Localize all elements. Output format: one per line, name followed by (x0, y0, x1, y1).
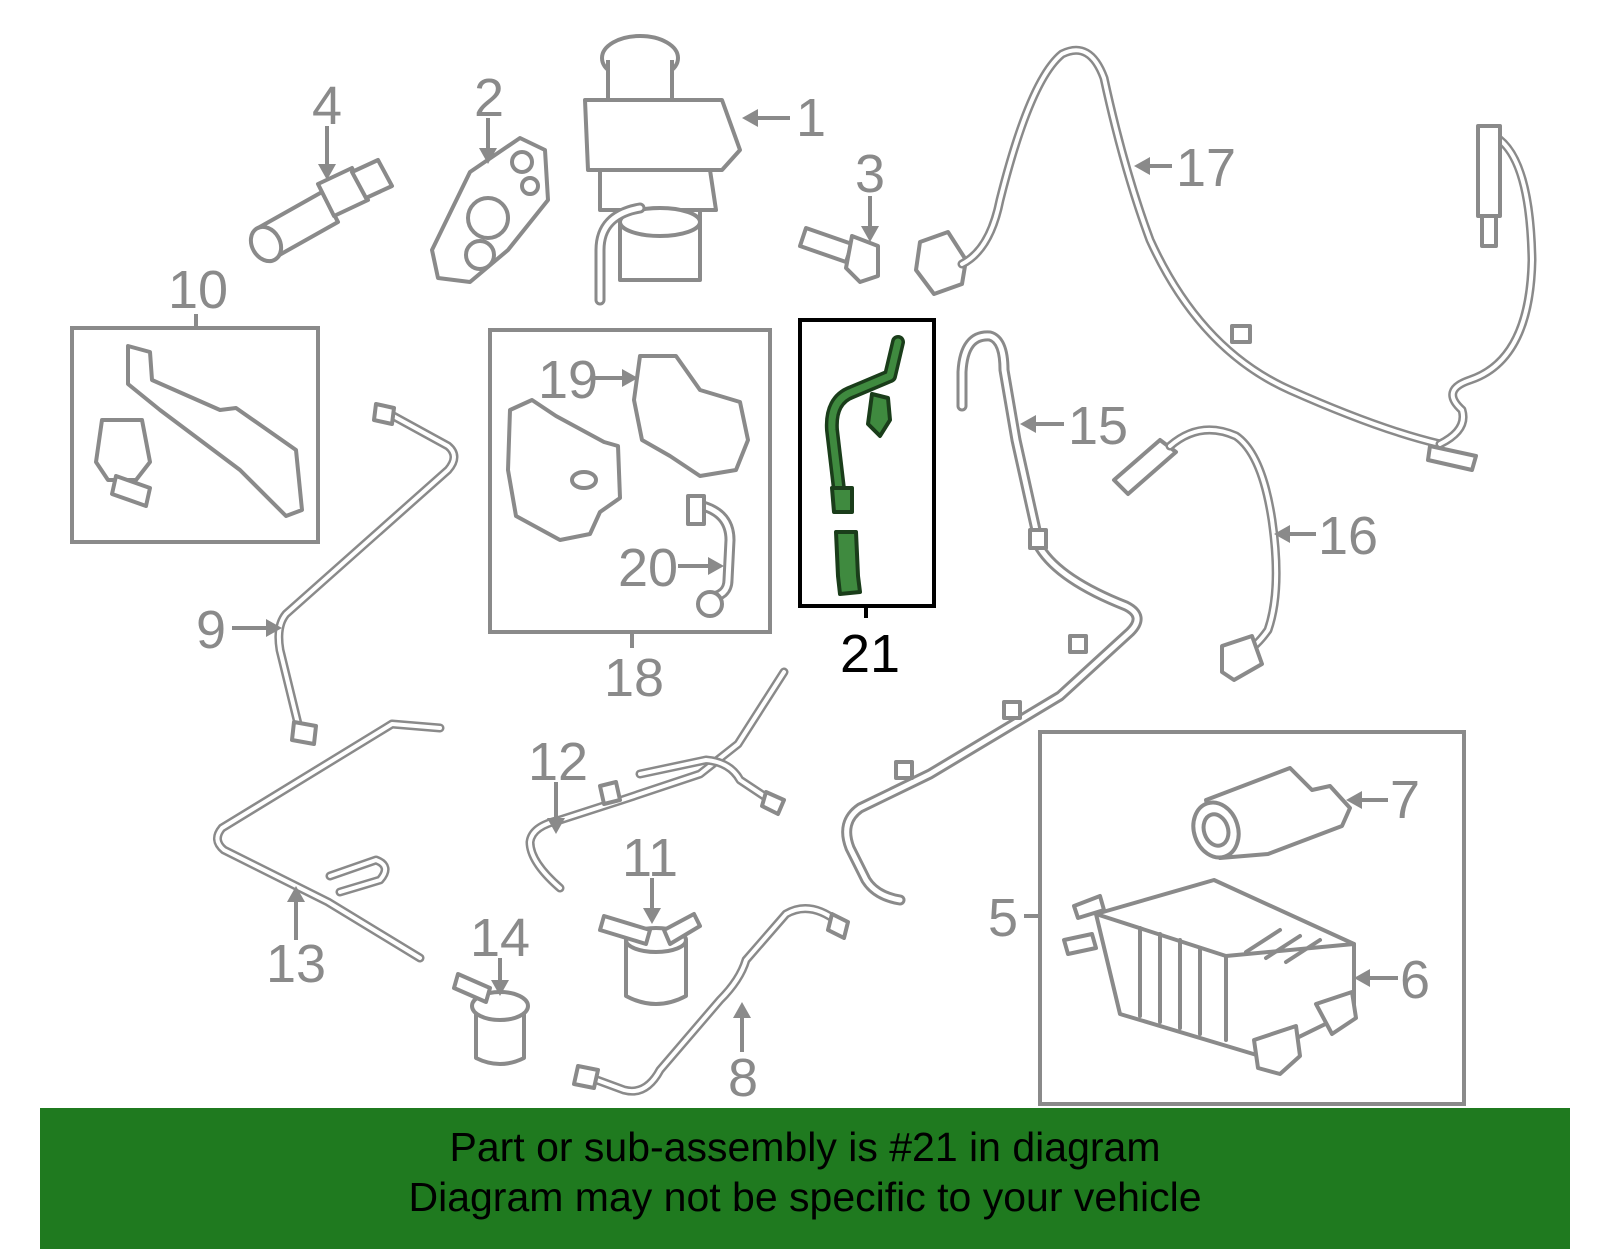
callout-7: 7 (1390, 770, 1420, 830)
callout-2: 2 (474, 68, 504, 128)
part-10-box[interactable]: 10 (70, 260, 320, 544)
callout-20: 20 (618, 538, 678, 598)
callout-4: 4 (312, 76, 342, 136)
part-2-gasket[interactable]: 2 (430, 68, 550, 284)
callout-19: 19 (538, 350, 598, 410)
part-3-bolt[interactable]: 3 (798, 144, 885, 284)
part-5-canister-assembly[interactable]: 5 (988, 730, 1466, 1106)
part-11-filter[interactable]: 11 (598, 828, 702, 1006)
part-19-gasket[interactable]: 19 (506, 350, 750, 542)
callout-18: 18 (604, 648, 664, 708)
part-4-sensor[interactable]: 4 (245, 76, 394, 267)
banner-line-2: Diagram may not be specific to your vehi… (408, 1174, 1202, 1220)
callout-21: 21 (840, 624, 900, 684)
part-18-box[interactable]: 18 (488, 328, 772, 708)
part-21-highlighted[interactable]: 21 (798, 318, 936, 684)
callout-1: 1 (796, 88, 826, 148)
callout-13: 13 (266, 934, 326, 994)
callout-9: 9 (196, 600, 226, 660)
callout-10: 10 (168, 260, 228, 320)
part-12-line[interactable]: 12 (525, 667, 789, 893)
callout-15: 15 (1068, 396, 1128, 456)
part-16-o2-sensor[interactable]: 16 (1112, 425, 1378, 682)
callout-14: 14 (470, 908, 530, 968)
info-banner: Part or sub-assembly is #21 in diagram D… (40, 1108, 1570, 1249)
part-17-o2-sensor[interactable]: 17 (914, 45, 1537, 472)
callout-16: 16 (1318, 506, 1378, 566)
part-13-line[interactable]: 13 (213, 719, 445, 994)
callout-12: 12 (528, 732, 588, 792)
part-1-egr-valve[interactable]: 1 (583, 34, 826, 306)
part-8-hose[interactable]: 8 (572, 904, 850, 1108)
callout-5: 5 (988, 888, 1018, 948)
callout-11: 11 (622, 828, 678, 888)
callout-8: 8 (728, 1048, 758, 1108)
part-7-solenoid[interactable]: 7 (1186, 766, 1420, 863)
part-15-hose[interactable]: 15 (841, 330, 1143, 906)
part-14-valve[interactable]: 14 (452, 908, 530, 1066)
callout-17: 17 (1176, 138, 1236, 198)
banner-line-1: Part or sub-assembly is #21 in diagram (449, 1124, 1161, 1170)
part-6-canister[interactable]: 6 (1062, 878, 1430, 1076)
part-20-hose[interactable]: 20 (618, 494, 736, 618)
callout-3: 3 (855, 144, 885, 204)
callout-6: 6 (1400, 950, 1430, 1010)
part-9-line[interactable]: 9 (196, 402, 459, 746)
